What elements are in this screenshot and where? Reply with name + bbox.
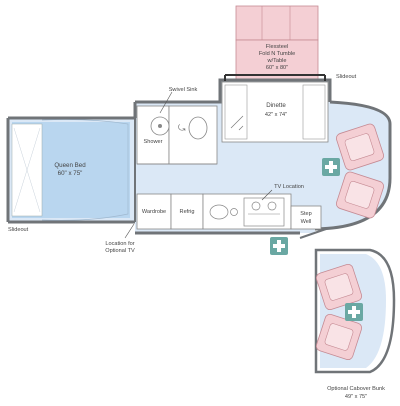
- flexsteel-label-3: w/Table: [267, 58, 287, 64]
- swivel-arrow-icon: ⤿: [178, 124, 186, 134]
- dinette-label: Dinette: [266, 102, 286, 109]
- burner-icon: [251, 201, 261, 211]
- flexsteel-label-2: Fold N Tumble: [259, 51, 295, 57]
- entry-door: [299, 228, 327, 239]
- cabover-seat-lower: [315, 313, 363, 361]
- passenger-seat: [336, 171, 384, 219]
- wardrobe-label: Wardrobe: [142, 209, 166, 215]
- seatbelt-plus-icon: [322, 158, 340, 176]
- shower-label: Shower: [144, 139, 163, 145]
- flexsteel-sofa-seat: [235, 39, 319, 81]
- flexsteel-label-1: Flexsteel: [266, 44, 288, 50]
- cabover-label: Optional Cabover Bunk: [327, 386, 385, 392]
- front-cab-wall: [314, 100, 392, 231]
- driver-seat: [336, 123, 384, 171]
- refrigerator: [170, 193, 204, 230]
- step-well-label-2: Well: [301, 219, 312, 225]
- dinette-bench-right: [302, 84, 326, 140]
- burner-icon: [267, 201, 277, 211]
- step-well: [290, 205, 322, 230]
- optional-tv-label-1: Location for: [105, 241, 134, 247]
- cooktop: [243, 197, 285, 227]
- shower: [136, 105, 170, 165]
- dinette-bench-left: [224, 84, 248, 140]
- cabover-plus-icon: [345, 303, 363, 321]
- flexsteel-label-4: 60" x 80": [266, 65, 288, 71]
- dinette-size: 42" x 74": [265, 112, 287, 118]
- top-wall: [135, 78, 332, 104]
- slideout-left-label: Slideout: [8, 227, 29, 233]
- toilet: [188, 116, 208, 140]
- step-well-label-1: Step: [300, 211, 312, 217]
- cabover-seat-upper: [315, 263, 363, 311]
- flexsteel-sofa-back: [235, 5, 319, 41]
- cabover-size: 49" x 75": [345, 394, 367, 400]
- slideout-top-label: Slideout: [336, 74, 357, 80]
- swivel-sink-label: Swivel Sink: [169, 87, 198, 93]
- queen-bed-size: 60" x 75": [58, 170, 83, 177]
- tv-location-label: TV Location: [274, 184, 304, 190]
- queen-bed-label: Queen Bed: [54, 162, 86, 169]
- galley-sink: [209, 204, 229, 220]
- entry-plus-icon: [270, 237, 288, 255]
- refrig-label: Refrig: [180, 209, 195, 215]
- optional-tv-label-2: Optional TV: [105, 248, 135, 254]
